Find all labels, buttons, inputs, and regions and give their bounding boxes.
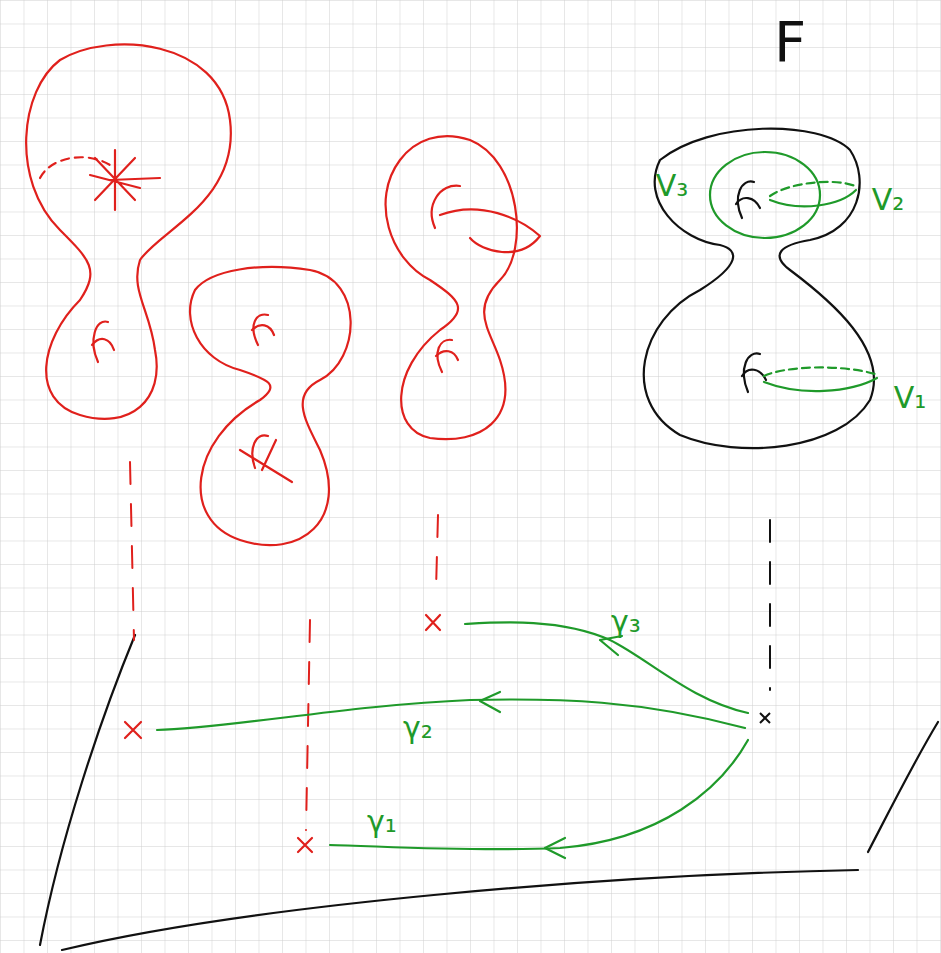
base-point <box>760 713 770 723</box>
cycle-label: V₁ <box>894 383 927 413</box>
cycle-label: V₃ <box>656 171 689 201</box>
path-label: γ₂ <box>403 713 433 743</box>
vanishing-cycles <box>710 152 877 391</box>
fibre-name: F <box>774 14 806 70</box>
singular-fibres <box>26 44 540 545</box>
cycle-label: V₂ <box>872 185 905 215</box>
critical-values <box>125 615 440 852</box>
path-label: γ₃ <box>611 607 641 637</box>
regular-fibre <box>644 129 874 449</box>
vanishing-paths <box>157 622 748 858</box>
projection-lines <box>130 462 770 830</box>
base-plane <box>40 635 938 950</box>
path-label: γ₁ <box>367 807 397 837</box>
